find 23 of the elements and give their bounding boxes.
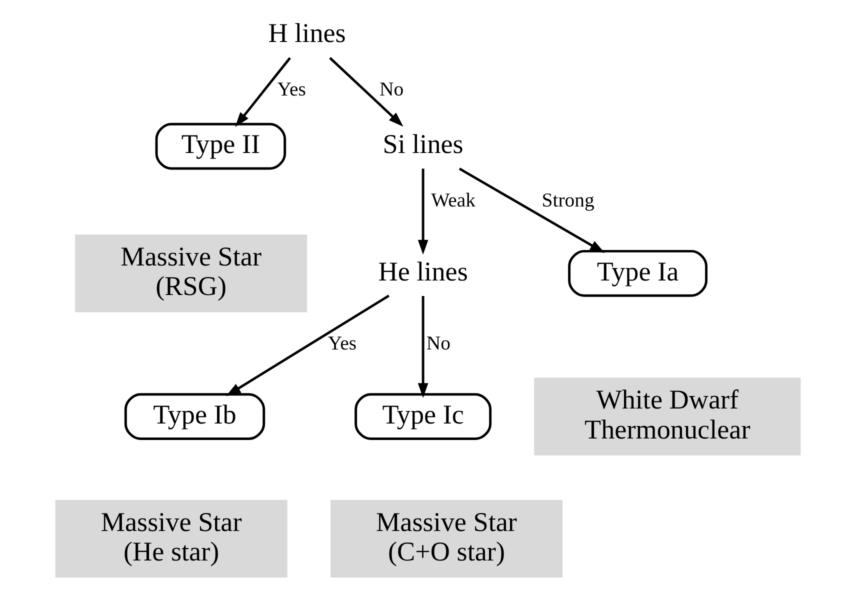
- arrow: [417, 168, 428, 255]
- edge-label: Yes: [327, 332, 356, 355]
- edge-label: No: [426, 332, 450, 355]
- node-text: He lines: [378, 256, 468, 286]
- node-box: White Dwarf Thermonuclear: [534, 378, 800, 456]
- node-text: H lines: [268, 18, 346, 48]
- node-text: Si lines: [382, 129, 463, 160]
- node-box: Type Ia: [568, 250, 707, 297]
- node-box: Type Ib: [124, 393, 265, 440]
- arrow: [458, 168, 604, 253]
- node-box: Massive Star (He star): [54, 500, 287, 578]
- node-box: Massive Star (C+O star): [330, 500, 562, 578]
- node-box: Massive Star (RSG): [74, 234, 307, 312]
- edge-label: Strong: [541, 190, 594, 212]
- node-box: Type II: [154, 122, 286, 170]
- edge-label: No: [379, 78, 404, 100]
- edge-label: Weak: [430, 190, 476, 212]
- edge-label: Yes: [276, 78, 306, 100]
- arrow: [234, 57, 290, 127]
- arrow: [417, 296, 428, 398]
- arrow: [328, 57, 403, 127]
- node-box: Type Ic: [354, 393, 492, 440]
- arrow: [226, 294, 390, 396]
